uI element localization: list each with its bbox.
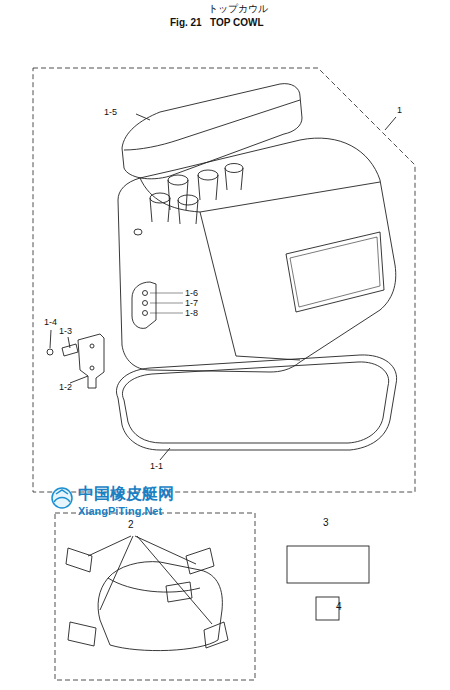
callout-number: 1-8 [185, 309, 198, 318]
callout-number: 1-7 [185, 299, 198, 308]
callout-number: 4 [336, 602, 342, 612]
callout-number: 3 [323, 518, 329, 528]
callout-number: 1-4 [44, 318, 57, 327]
figure-title: TOP COWL [210, 18, 264, 28]
figure-title-jp: トップカウル [208, 4, 268, 14]
watermark: XiangPiTing.Net [78, 506, 162, 517]
callout-number: 2 [128, 520, 134, 530]
figure-number: Fig. 21 [170, 18, 202, 28]
callout-number: 1-5 [104, 108, 117, 117]
callout-number: 1-3 [59, 327, 72, 336]
callout-number: 1-1 [150, 462, 163, 471]
callout-number: 1-6 [185, 289, 198, 298]
callout-number: 1 [397, 106, 402, 115]
callout-number: 1-2 [59, 383, 72, 392]
watermark: 中国橡皮艇网 [78, 486, 174, 502]
